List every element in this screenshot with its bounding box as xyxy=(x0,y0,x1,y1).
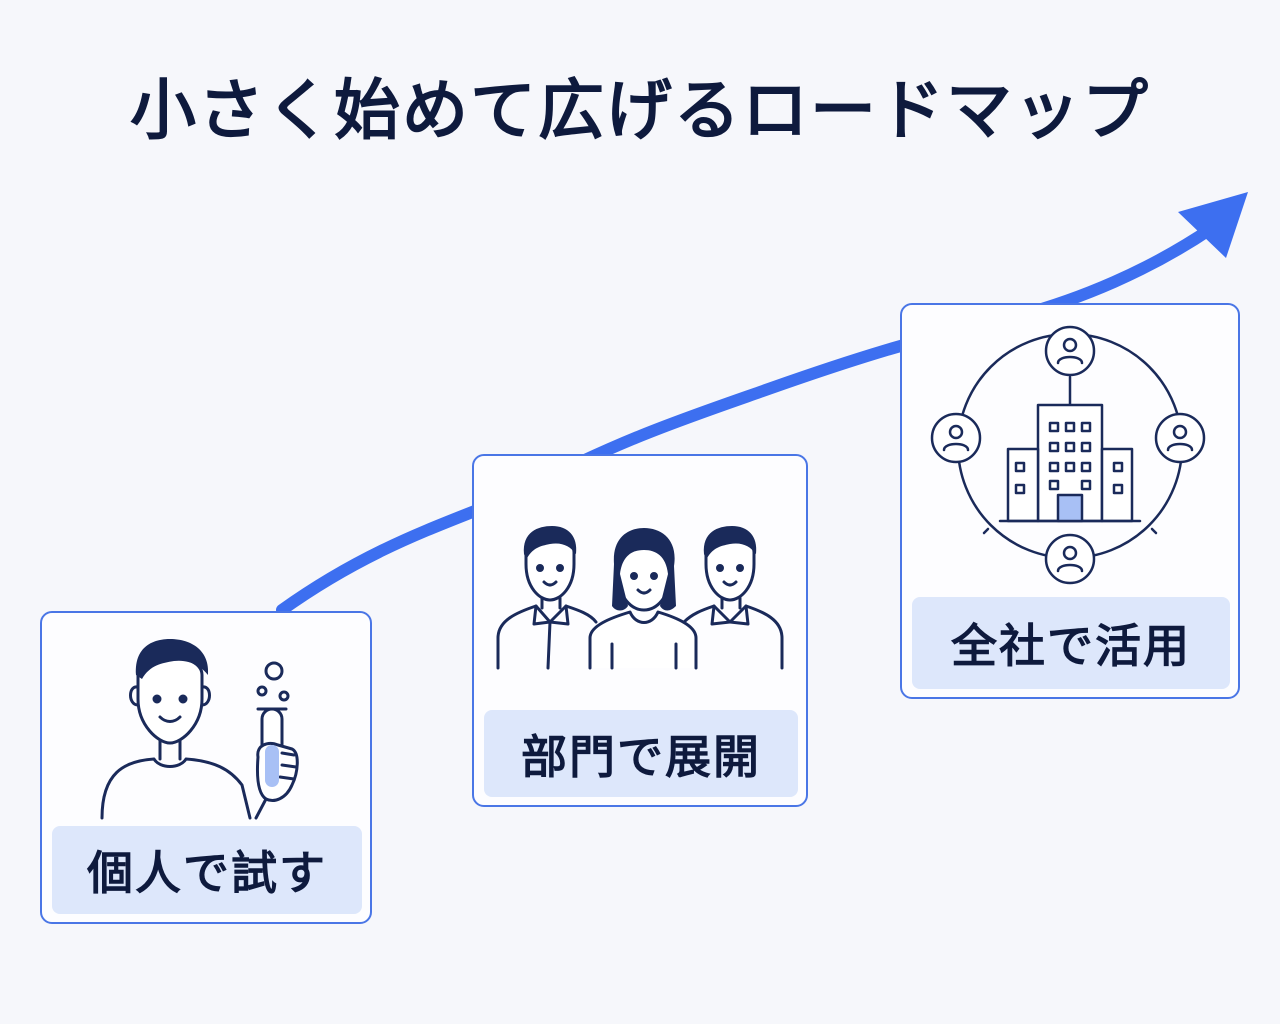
stage-label-department: 部門で展開 xyxy=(484,710,798,797)
stage-card-department: 部門で展開 xyxy=(472,454,808,807)
team-of-three-icon xyxy=(496,526,784,670)
person-with-test-tube-icon xyxy=(100,639,299,820)
page-title: 小さく始めて広げるロードマップ xyxy=(130,72,1150,149)
stage-card-company: 全社で活用 xyxy=(900,303,1240,699)
company-building-network-icon xyxy=(930,325,1206,585)
stage-card-individual: 個人で試す xyxy=(40,611,372,924)
stage-label-individual: 個人で試す xyxy=(52,826,362,914)
stage-label-company: 全社で活用 xyxy=(912,597,1230,689)
